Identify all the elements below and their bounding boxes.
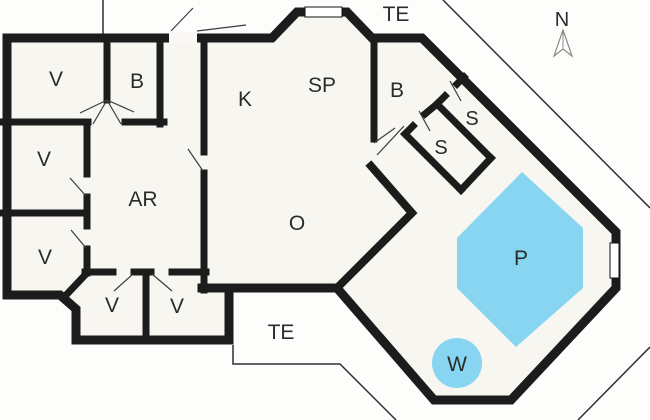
room-label-v5: V: [170, 295, 184, 318]
room-label-te-top: TE: [383, 3, 410, 26]
room-label-sp: SP: [308, 74, 336, 97]
north-arrow-icon: N: [552, 9, 574, 58]
room-label-s2: S: [434, 137, 447, 159]
room-label-v2: V: [37, 148, 51, 171]
interior-walls: [0, 34, 496, 344]
room-label-whirlpool: W: [447, 353, 467, 376]
terrace-outline: [102, 0, 650, 420]
room-label-o: O: [289, 212, 305, 235]
room-label-s1: S: [465, 108, 478, 130]
room-label-v3: V: [38, 246, 52, 269]
room-label-v4: V: [105, 294, 119, 317]
door-swings: [69, 7, 462, 292]
front-door-opening: [169, 32, 197, 44]
compass-north-label: N: [555, 9, 569, 31]
bay-window: [304, 6, 343, 18]
room-label-te-bottom: TE: [268, 321, 295, 344]
room-label-v1: V: [49, 68, 63, 91]
room-label-b2: B: [390, 79, 404, 102]
whirlpool-shape: [432, 338, 482, 388]
pool-shape: [457, 172, 583, 347]
room-label-b1: B: [130, 70, 144, 93]
room-labels: V B V V AR V V K SP O B S S TE TE P W: [37, 3, 528, 376]
room-label-pool: P: [514, 247, 528, 270]
room-label-ar: AR: [128, 188, 157, 211]
room-label-k: K: [238, 88, 252, 111]
pool-window: [609, 242, 620, 279]
